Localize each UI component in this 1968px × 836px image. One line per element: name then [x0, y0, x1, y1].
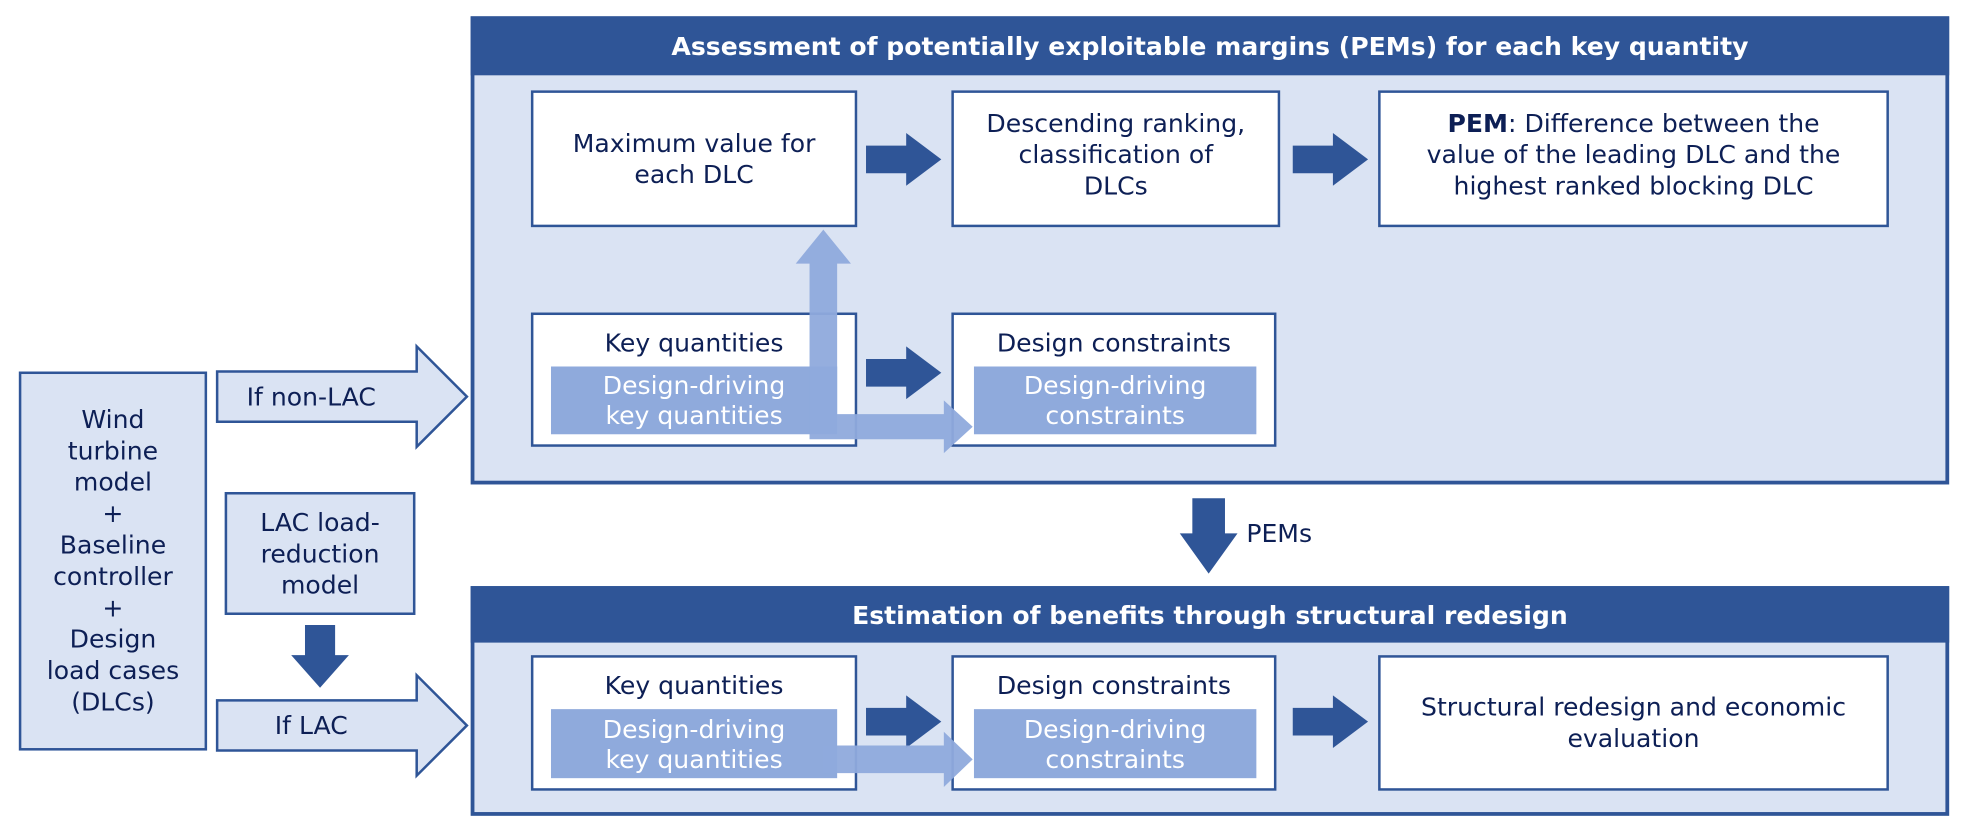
line: model	[73, 466, 153, 498]
pem-term: PEM	[1447, 107, 1509, 139]
line: constraints	[1045, 400, 1185, 431]
line: Design-driving	[1023, 370, 1207, 401]
lac-model-box: LAC load- reduction model	[224, 491, 416, 615]
line: Wind	[81, 404, 145, 435]
design-driving-constraints: Design-driving constraints	[973, 709, 1257, 779]
label: Design constraints	[996, 670, 1231, 701]
plus: +	[102, 592, 124, 623]
pems-label: PEMs	[1246, 518, 1313, 549]
line: DLCs	[1083, 170, 1148, 201]
label: Design constraints	[996, 327, 1231, 358]
pem-definition-box: PEM: Difference between the value of the…	[1378, 90, 1889, 228]
line: Design-driving	[602, 370, 786, 401]
line: model	[280, 569, 360, 600]
structural-redesign-box: Structural redesign and economic evaluat…	[1378, 655, 1889, 791]
line: value of the leading DLC and the	[1426, 139, 1841, 170]
label: Key quantities	[604, 670, 784, 701]
design-driving-key-quantities: Design-driving key quantities	[550, 366, 838, 435]
line: classification of	[1018, 139, 1214, 170]
line: Design	[69, 623, 157, 654]
lac-down-arrow	[291, 625, 349, 688]
line: turbine	[67, 435, 159, 466]
line: reduction	[260, 537, 380, 568]
if-non-lac-label: If non-LAC	[246, 381, 376, 412]
text: : Difference between the	[1508, 107, 1820, 139]
inputs-box: Wind turbine model + Baseline controller…	[18, 371, 208, 751]
line: Design-driving	[602, 713, 786, 744]
line: constraints	[1045, 743, 1185, 774]
max-value-box: Maximum value for each DLC	[530, 90, 858, 228]
line: load cases	[46, 655, 180, 686]
ranking-box: Descending ranking, classification of DL…	[951, 90, 1281, 228]
line: Descending ranking,	[986, 107, 1246, 139]
line: Structural redesign and economic	[1421, 691, 1846, 722]
line: Maximum value for	[572, 127, 816, 158]
if-non-lac-arrow-shape	[215, 343, 469, 450]
line: key quantities	[605, 743, 783, 774]
if-lac-arrow-shape	[215, 672, 469, 779]
plus: +	[102, 498, 124, 529]
line: highest ranked blocking DLC	[1453, 170, 1814, 201]
design-driving-constraints: Design-driving constraints	[973, 366, 1257, 435]
pems-down-arrow	[1179, 498, 1238, 574]
if-lac-label: If LAC	[274, 710, 348, 741]
line: evaluation	[1567, 722, 1700, 754]
line: key quantities	[605, 400, 783, 431]
assessment-title: Assessment of potentially exploitable ma…	[470, 16, 1950, 76]
line: Design-driving	[1023, 713, 1207, 744]
design-driving-key-quantities: Design-driving key quantities	[550, 709, 838, 779]
line: PEM: Difference between the	[1447, 108, 1819, 139]
line: LAC load-	[260, 506, 380, 537]
line: Baseline	[59, 529, 167, 560]
estimation-title: Estimation of benefits through structura…	[470, 586, 1950, 643]
line: (DLCs)	[71, 686, 155, 717]
label: Key quantities	[604, 327, 784, 358]
line: each DLC	[634, 158, 754, 189]
line: controller	[53, 561, 173, 592]
